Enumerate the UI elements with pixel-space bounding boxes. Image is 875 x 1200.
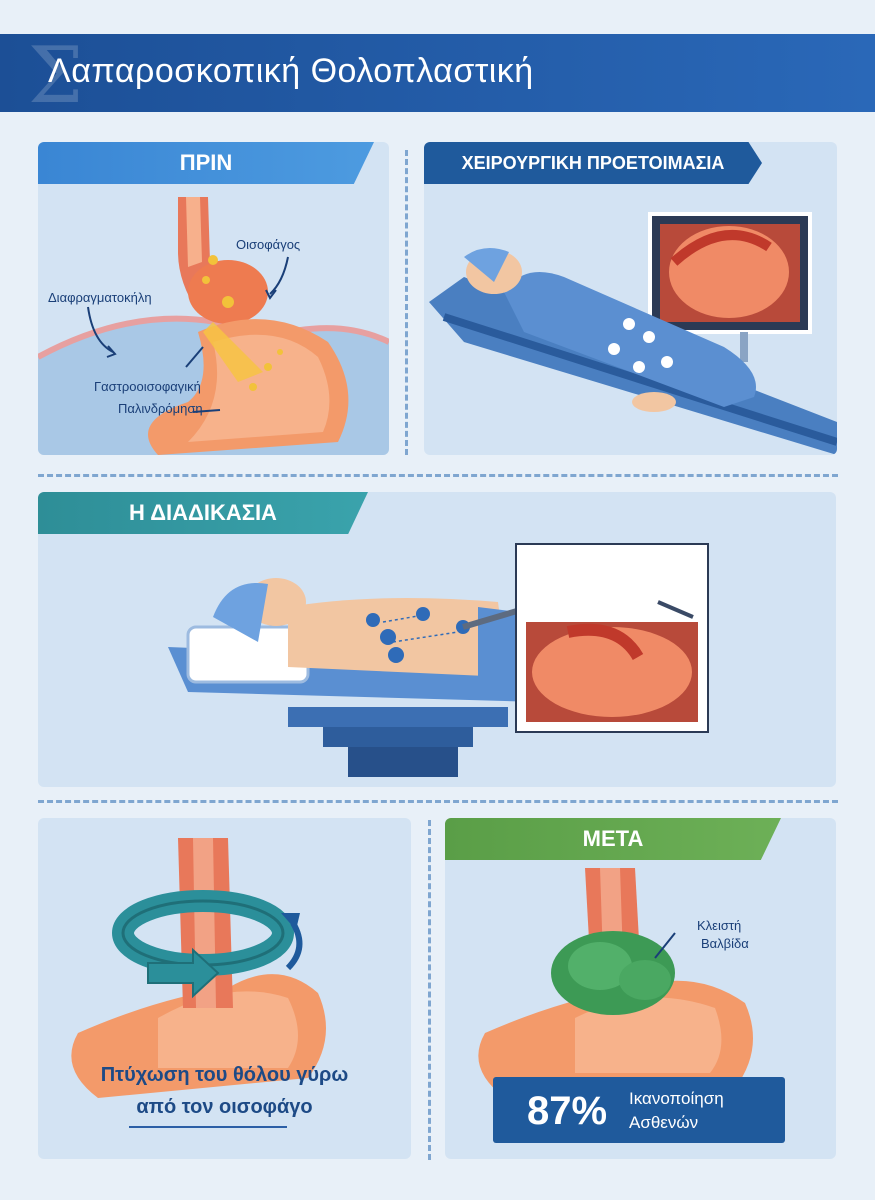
label-closed-valve-line2: Βαλβίδα [701, 936, 749, 951]
panel-wrap: Πτύχωση του θόλου γύρω από τον οισοφάγο [38, 818, 411, 1159]
label-reflux-line1: Γαστροοισοφαγική [94, 379, 201, 394]
stat-label-line1: Ικανοποίηση [629, 1089, 724, 1108]
label-hernia: Διαφραγματοκήλη [48, 290, 152, 305]
banner-prep-label: ΧΕΙΡΟΥΡΓΙΚΗ ΠΡΟΕΤΟΙΜΑΣΙΑ [461, 152, 725, 173]
stat-value: 87% [527, 1089, 608, 1133]
fundoplication-illustration [71, 838, 326, 1098]
patient-prep-illustration [429, 212, 837, 455]
banner-procedure: Η ΔΙΑΔΙΚΑΣΙΑ [38, 492, 368, 534]
stat-label: Ικανοποίηση Ασθενών [629, 1087, 724, 1135]
panel-prep: ΧΕΙΡΟΥΡΓΙΚΗ ΠΡΟΕΤΟΙΜΑΣΙΑ [424, 142, 837, 455]
banner-prep: ΧΕΙΡΟΥΡΓΙΚΗ ΠΡΟΕΤΟΙΜΑΣΙΑ [424, 142, 762, 184]
label-reflux-line2: Παλινδρόμηση [118, 401, 203, 416]
divider-horizontal-2 [38, 800, 838, 803]
closed-valve-illustration [478, 868, 753, 1098]
divider-horizontal-1 [38, 474, 838, 477]
laparoscopy-illustration [168, 543, 709, 777]
label-esophagus: Οισοφάγος [236, 237, 301, 252]
caption-line-2: από τον οισοφάγο [136, 1096, 313, 1118]
caption-underline [129, 1126, 287, 1128]
page-title: Λαπαροσκοπική Θολοπλαστική [48, 52, 534, 90]
banner-before-label: ΠΡΙΝ [179, 150, 233, 175]
banner-after: ΜΕΤΑ [445, 818, 781, 860]
sigma-logo-icon: Σ [28, 36, 83, 110]
panel-before: ΠΡΙΝ Οισοφάγος Διαφραγματοκήλη Γαστροοισ… [38, 142, 389, 455]
banner-procedure-label: Η ΔΙΑΔΙΚΑΣΙΑ [129, 500, 277, 525]
reflux-illustration [38, 197, 389, 455]
svg-text:Σ: Σ [28, 36, 83, 110]
label-closed-valve-line1: Κλειστή [697, 918, 742, 933]
satisfaction-stat: 87% Ικανοποίηση Ασθενών [493, 1077, 785, 1143]
divider-vertical-top [405, 150, 408, 455]
banner-after-label: ΜΕΤΑ [582, 826, 644, 851]
panel-procedure: Η ΔΙΑΔΙΚΑΣΙΑ [38, 492, 836, 787]
divider-vertical-bottom [428, 820, 431, 1160]
caption-line-1: Πτύχωση του θόλου γύρω [100, 1064, 349, 1086]
banner-before: ΠΡΙΝ [38, 142, 374, 184]
title-bar: Σ Λαπαροσκοπική Θολοπλαστική [0, 34, 875, 112]
stat-label-line2: Ασθενών [629, 1113, 699, 1132]
